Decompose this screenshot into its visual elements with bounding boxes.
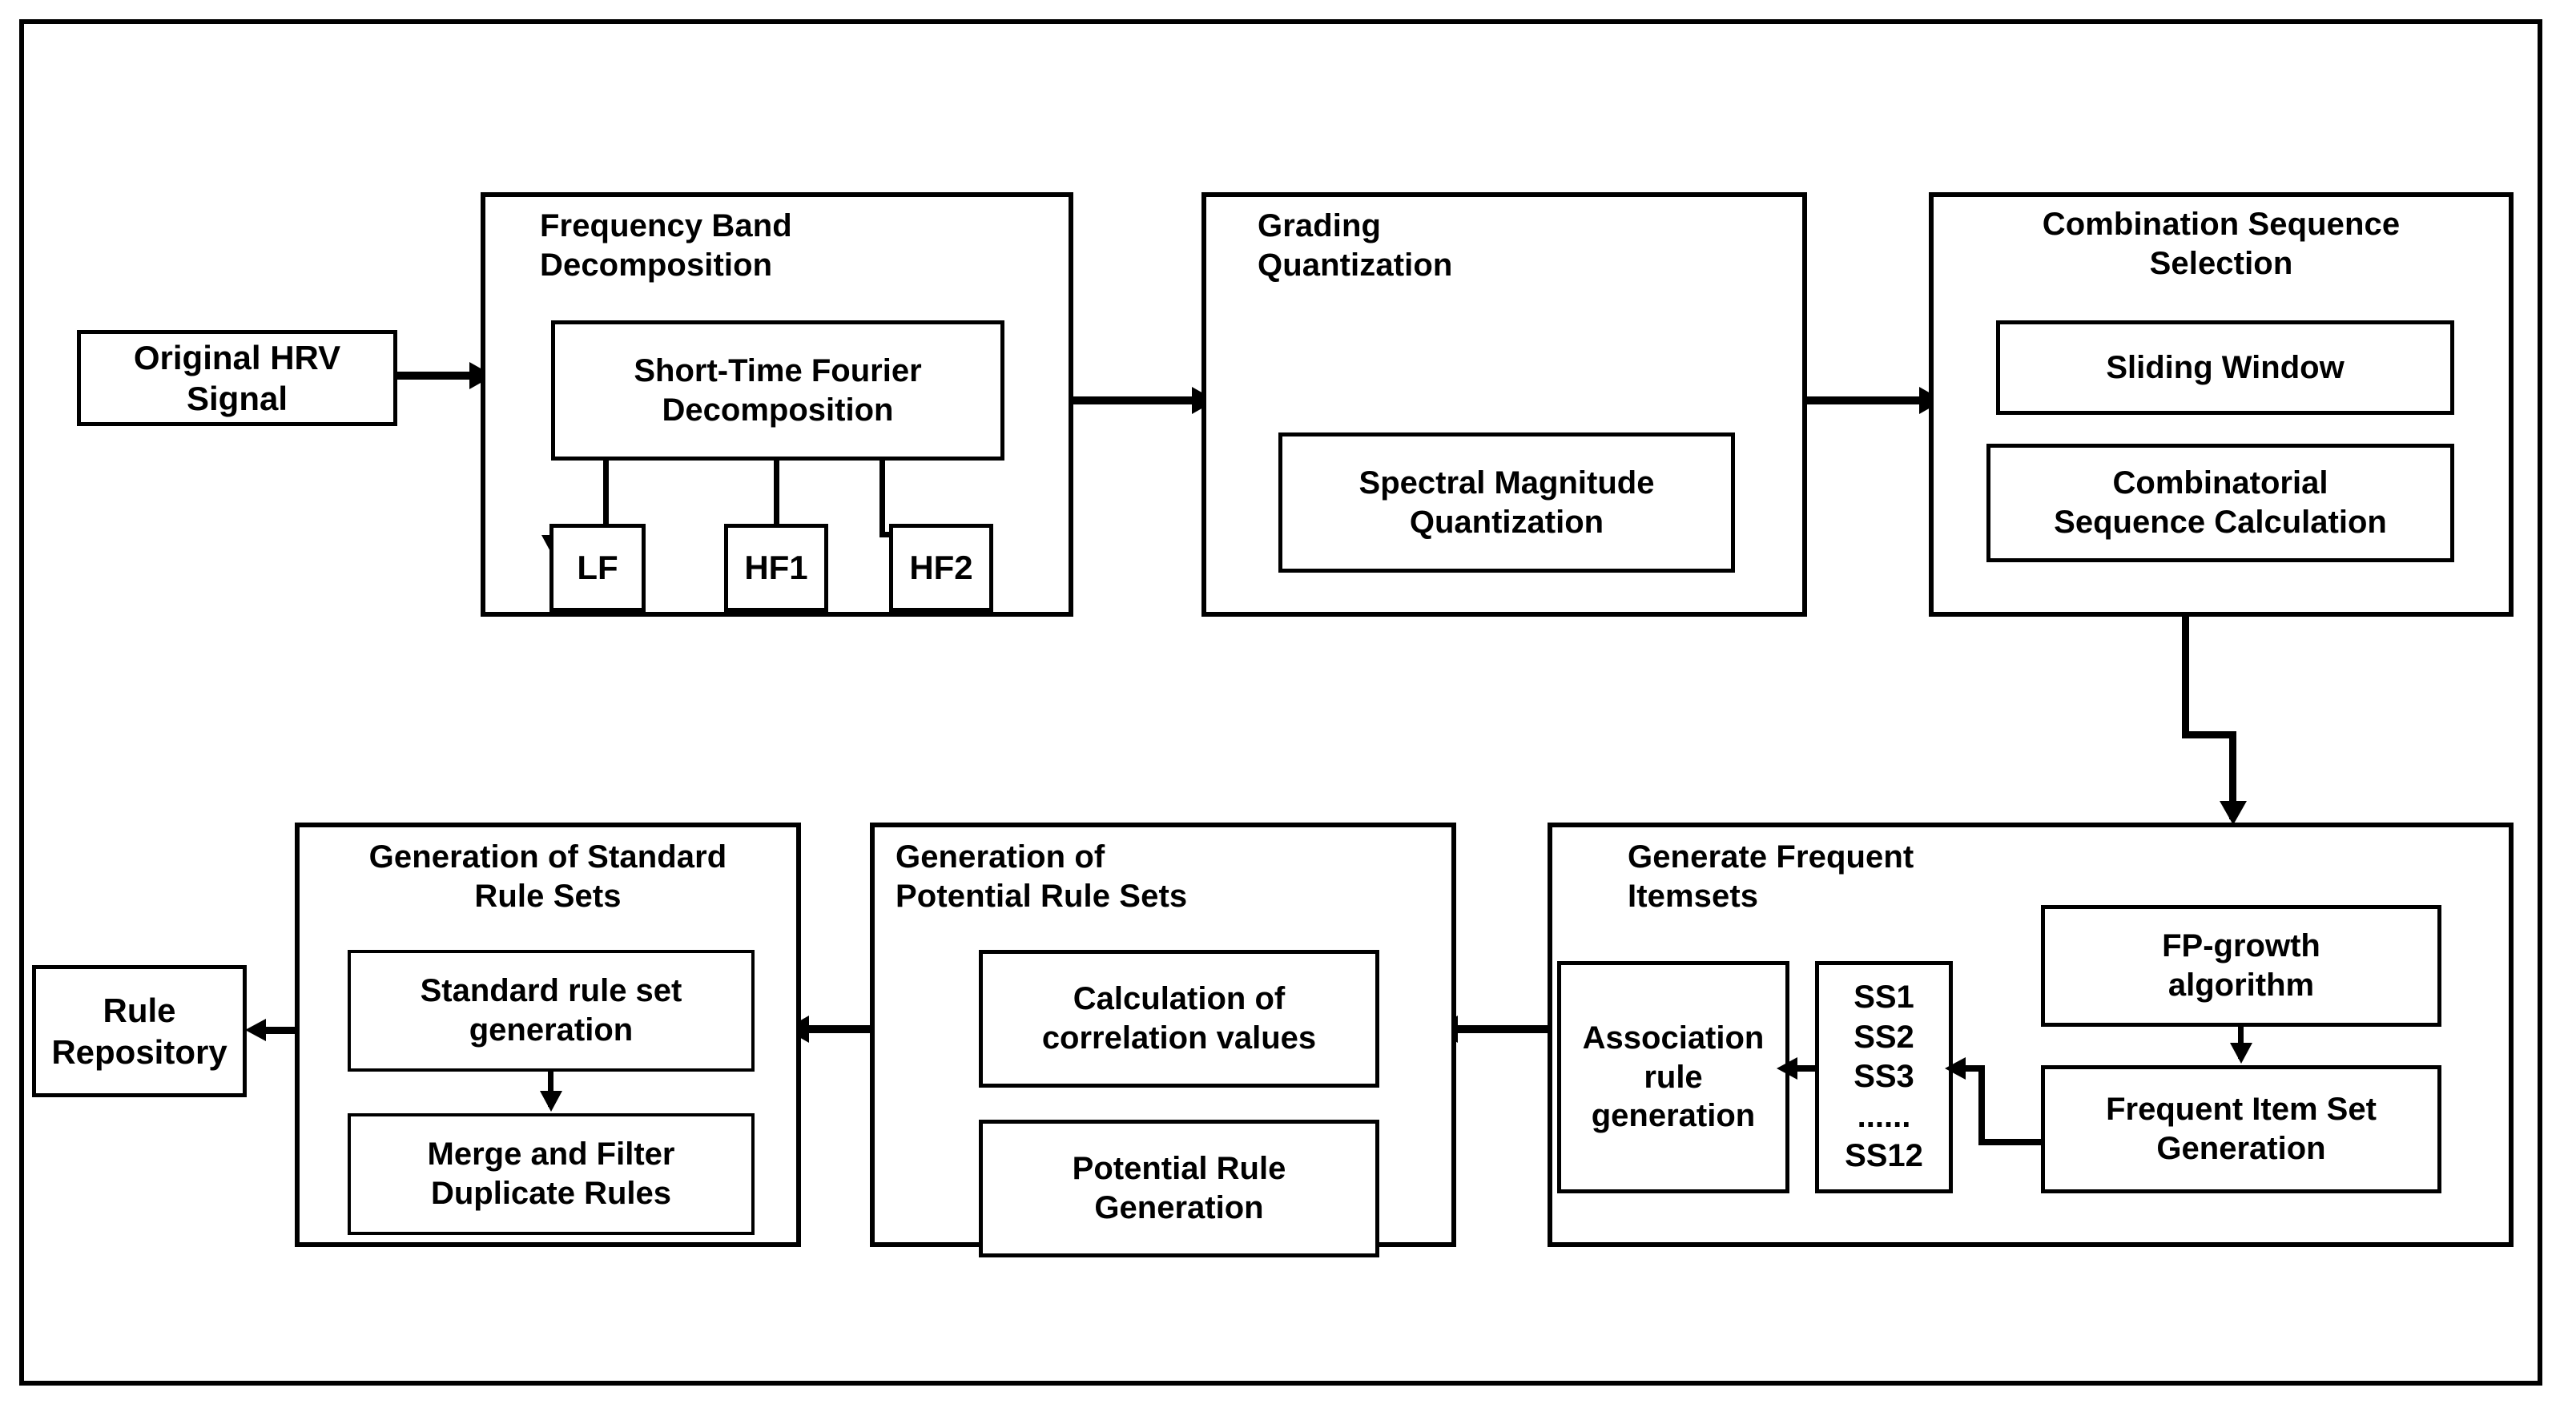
panel-title-combination-sequence-selection: Combination Sequence Selection [2042,207,2401,281]
panel-title-generation-of-standard-rule-sets: Generation of Standard Rule Sets [368,839,727,914]
list-item: SS2 [1854,1019,1914,1055]
node-short-time-fourier-decomposition[interactable]: Short-Time Fourier Decomposition [551,320,1004,461]
connector-itemsets-to-potential [1458,1025,1548,1033]
branch-stem-lf [603,461,609,537]
panel-title-grading-quantization: Grading Quantization [1258,208,1453,283]
node-standard-rule-set-generation[interactable]: Standard rule set generation [348,950,755,1072]
node-band-0[interactable]: LF [549,524,646,612]
connector-ss-to-association [1789,1065,1817,1072]
connector-standard-to-repository [264,1027,298,1034]
panel-title-generation-of-potential-rule-sets: Generation of Potential Rule Sets [896,839,1188,914]
list-item: SS3 [1854,1059,1914,1095]
connector-signal-to-freqband [397,372,469,380]
list-subsequences[interactable]: SS1 SS2 SS3 ...... SS12 [1815,961,1953,1193]
node-combinatorial-sequence-calculation[interactable]: Combinatorial Sequence Calculation [1986,444,2454,562]
node-merge-and-filter-duplicate-rules[interactable]: Merge and Filter Duplicate Rules [348,1113,755,1235]
node-association-rule-generation[interactable]: Association rule generation [1557,961,1789,1193]
node-potential-rule-generation[interactable]: Potential Rule Generation [979,1120,1379,1257]
node-original-hrv-signal[interactable]: Original HRV Signal [77,330,397,426]
original-hrv-signal-label: Original HRV Signal [133,338,341,417]
node-band-1[interactable]: HF1 [724,524,828,612]
list-item: ...... [1857,1098,1911,1134]
arrowhead-standard-to-repository [245,1019,266,1041]
node-frequent-item-set-generation[interactable]: Frequent Item Set Generation [2041,1065,2441,1193]
connector-itemset-to-ss [1959,1065,1983,1072]
panel-title-frequency-band-decomposition: Frequency Band Decomposition [540,208,792,283]
arrowhead-fpgrowth-to-itemset [2230,1043,2252,1064]
branch-stem-hf1 [774,461,779,541]
arrowhead-itemset-to-ss [1945,1057,1966,1080]
node-spectral-magnitude-quantization[interactable]: Spectral Magnitude Quantization [1278,432,1735,573]
panel-title-generate-frequent-itemsets: Generate Frequent Itemsets [1628,839,1914,914]
connector-potential-to-standard [809,1025,871,1033]
connector-grading-to-combination [1807,396,1942,404]
node-sliding-window[interactable]: Sliding Window [1996,320,2454,415]
branch-stem-hf2 [879,461,885,537]
connector-combination-jog [2182,731,2236,738]
node-rule-repository[interactable]: Rule Repository [32,965,247,1097]
node-fp-growth-algorithm[interactable]: FP-growth algorithm [2041,905,2441,1027]
connector-freqband-to-grading [1073,396,1214,404]
arrowhead-standardrule-to-merge [540,1091,562,1112]
connector-itemset-elbow-vertical [1978,1065,1985,1142]
node-band-2[interactable]: HF2 [889,524,993,612]
stft-label: Short-Time Fourier Decomposition [634,352,922,428]
node-calculation-of-correlation-values[interactable]: Calculation of correlation values [979,950,1379,1088]
connector-combination-down-1 [2182,617,2189,738]
connector-itemset-elbow-horizontal [1978,1139,2044,1145]
arrowhead-combination-to-itemsets [2220,801,2247,825]
list-item: SS12 [1845,1138,1923,1174]
list-item: SS1 [1854,980,1914,1016]
arrowhead-ss-to-association [1777,1057,1797,1080]
connector-combination-down-2 [2229,731,2236,819]
connector-standardrule-to-merge [548,1072,553,1107]
